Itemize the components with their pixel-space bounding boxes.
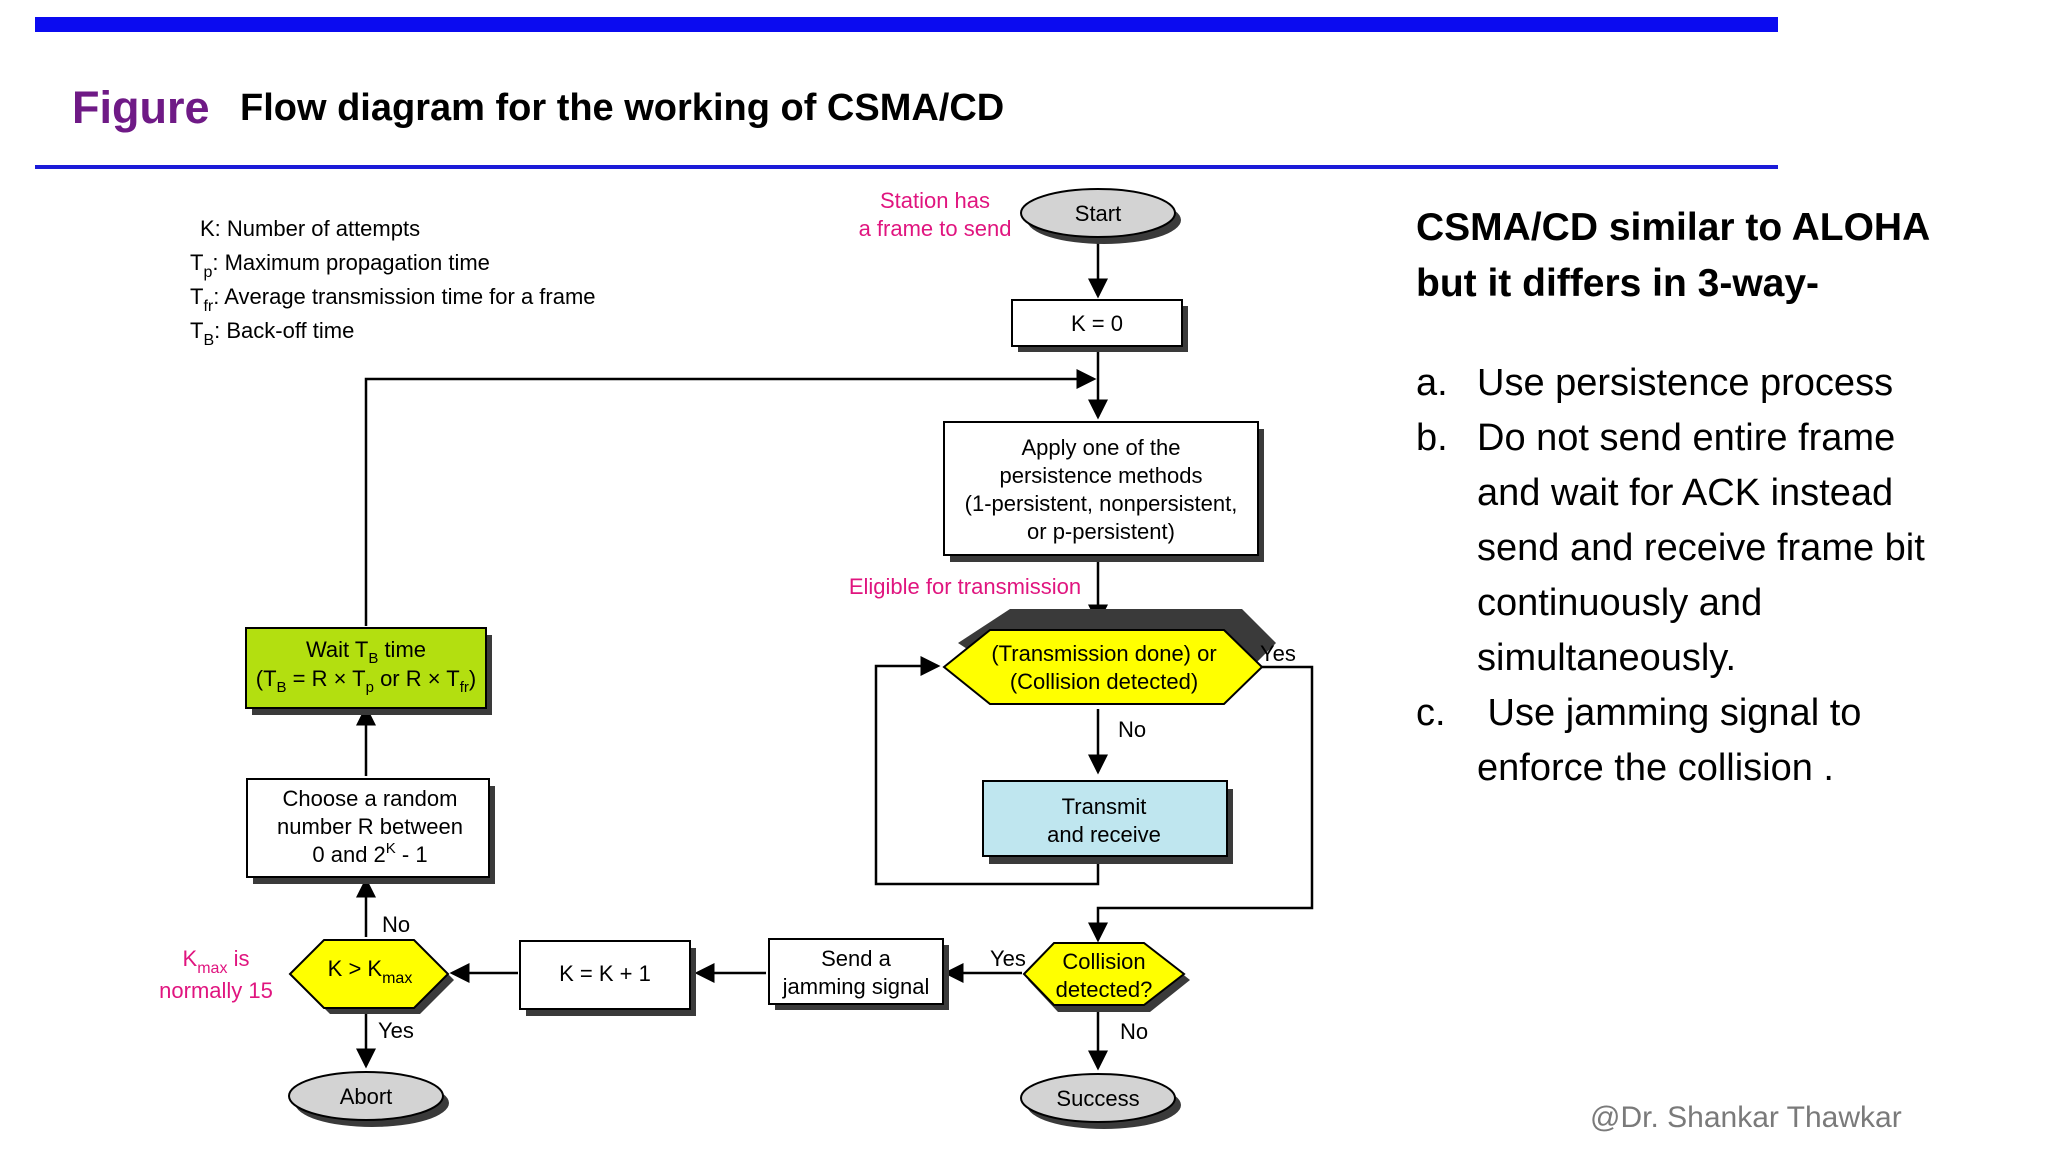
- heading-line-1: CSMA/CD similar to ALOHA: [1416, 206, 1931, 249]
- svg-text:K = K + 1: K = K + 1: [559, 961, 651, 986]
- connectors: [356, 238, 1314, 1071]
- legend-tp: Tp: Maximum propagation time: [190, 250, 490, 281]
- annotations: Station has a frame to send Eligible for…: [159, 188, 1081, 1003]
- svg-text:0 and 2K - 1: 0 and 2K - 1: [312, 840, 427, 867]
- station-note: Station has: [880, 188, 990, 213]
- heading-line-2: but it differs in 3-way-: [1416, 262, 1820, 305]
- item-marker: a.: [1416, 362, 1448, 404]
- author-credit: @Dr. Shankar Thawkar: [1590, 1101, 1902, 1134]
- svg-text:Send a: Send a: [821, 946, 891, 971]
- figure-label: Figure: [72, 82, 210, 133]
- difference-list: a. Use persistence process b. Do not sen…: [1416, 356, 2016, 796]
- svg-text:Abort: Abort: [340, 1084, 393, 1109]
- svg-text:or p-persistent): or p-persistent): [1027, 519, 1175, 544]
- legend-tfr: Tfr: Average transmission time for a fra…: [190, 284, 596, 315]
- legend: K: Number of attempts Tp: Maximum propag…: [190, 216, 596, 349]
- label-txcheck-yes: Yes: [1260, 641, 1296, 666]
- jam-node: Send a jamming signal: [768, 938, 949, 1010]
- svg-text:K > Kmax: K > Kmax: [328, 956, 413, 987]
- svg-text:Success: Success: [1056, 1086, 1139, 1111]
- svg-text:jamming signal: jamming signal: [782, 974, 930, 999]
- svg-text:(TB = R × Tp or R × Tfr): (TB = R × Tp or R × Tfr): [256, 666, 477, 696]
- kmax-note-2: normally 15: [159, 978, 273, 1003]
- wait-node: Wait TB time (TB = R × Tp or R × Tfr): [245, 627, 492, 715]
- transmit-node: Transmit and receive: [982, 780, 1233, 864]
- svg-text:Collision: Collision: [1062, 949, 1145, 974]
- item-marker: b.: [1416, 417, 1448, 459]
- station-note-2: a frame to send: [859, 216, 1012, 241]
- comparison-panel: CSMA/CD similar to ALOHA but it differs …: [1416, 200, 2016, 796]
- svg-text:detected?: detected?: [1056, 977, 1153, 1002]
- figure-title: Flow diagram for the working of CSMA/CD: [240, 87, 1005, 129]
- svg-text:(Collision detected): (Collision detected): [1010, 669, 1198, 694]
- svg-text:persistence methods: persistence methods: [1000, 463, 1203, 488]
- kmax-note: Kmax is: [183, 946, 250, 977]
- edge-wait-loop-back: [364, 369, 1097, 626]
- success-node: Success: [1020, 1073, 1181, 1129]
- edge-labels: Yes No Yes No No Yes: [378, 641, 1296, 1044]
- svg-text:Transmit: Transmit: [1062, 794, 1147, 819]
- comparison-heading: CSMA/CD similar to ALOHA but it differs …: [1416, 200, 2016, 312]
- abort-node: Abort: [288, 1071, 449, 1127]
- label-kmax-no: No: [382, 912, 410, 937]
- legend-tb: TB: Back-off time: [190, 318, 354, 349]
- svg-text:and receive: and receive: [1047, 822, 1161, 847]
- svg-text:Choose a random: Choose a random: [283, 786, 458, 811]
- label-collision-no: No: [1120, 1019, 1148, 1044]
- legend-k: K: Number of attempts: [200, 216, 420, 241]
- kmax-check-node: K > Kmax: [288, 939, 454, 1014]
- top-accent-bar: [35, 17, 1778, 32]
- item-text: Use persistence process: [1477, 362, 1894, 404]
- svg-text:K = 0: K = 0: [1071, 311, 1123, 336]
- item-text: Do not send entire frame and wait for AC…: [1477, 417, 1925, 679]
- edge-txcheck-yes-to-collision: [1088, 665, 1314, 943]
- svg-text:(1-persistent, nonpersistent,: (1-persistent, nonpersistent,: [965, 491, 1238, 516]
- collision-node: Collision detected?: [1022, 942, 1190, 1012]
- label-collision-yes: Yes: [990, 946, 1026, 971]
- k-init-node: K = 0: [1011, 299, 1188, 352]
- difference-item-a: a. Use persistence process: [1416, 356, 2016, 411]
- label-txcheck-no: No: [1118, 717, 1146, 742]
- random-node: Choose a random number R between 0 and 2…: [246, 778, 495, 884]
- svg-text:(Transmission done) or: (Transmission done) or: [991, 641, 1216, 666]
- start-node: Start: [1020, 188, 1181, 244]
- svg-text:Wait TB time: Wait TB time: [306, 637, 426, 667]
- svg-text:number R between: number R between: [277, 814, 463, 839]
- eligible-note: Eligible for transmission: [849, 574, 1081, 599]
- difference-item-b: b. Do not send entire frame and wait for…: [1416, 411, 2016, 686]
- tx-check-node: (Transmission done) or (Collision detect…: [942, 609, 1276, 705]
- title-rule: [35, 165, 1778, 169]
- svg-text:Apply one of the: Apply one of the: [1021, 435, 1180, 460]
- svg-text:Start: Start: [1075, 201, 1121, 226]
- k-increment-node: K = K + 1: [519, 940, 696, 1016]
- persistence-node: Apply one of the persistence methods (1-…: [943, 421, 1264, 562]
- item-marker: c.: [1416, 692, 1446, 734]
- edge-transmit-loop: [874, 656, 1100, 886]
- label-kmax-yes: Yes: [378, 1018, 414, 1043]
